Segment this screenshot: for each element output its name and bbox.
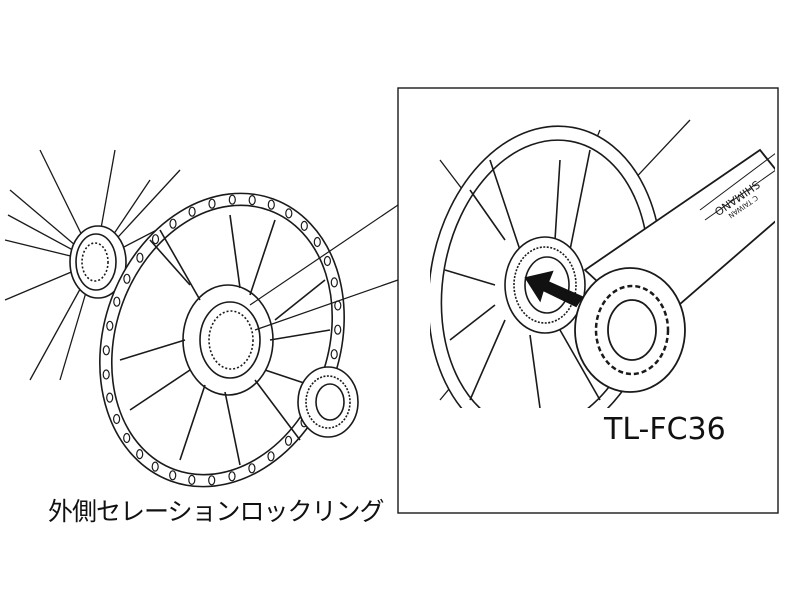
rotor-hole xyxy=(313,236,321,248)
rotor-hole xyxy=(330,349,338,360)
rotor-hole xyxy=(151,234,160,245)
tool-label: TL-FC36 xyxy=(604,412,726,447)
rotor-hole xyxy=(188,474,196,485)
lockring-label: 外側セレーションロックリング xyxy=(48,497,385,526)
rotor-hole xyxy=(151,461,159,472)
rotor-hole xyxy=(228,471,236,482)
rotor-hole xyxy=(267,199,275,210)
rotor-hole xyxy=(285,208,293,219)
rotor-hole xyxy=(169,470,177,481)
rotor-hole xyxy=(112,413,121,425)
rotor-hole xyxy=(300,220,308,231)
rotor-hole xyxy=(169,218,177,229)
rotor-hole xyxy=(248,463,256,474)
rotor-hole xyxy=(323,255,331,267)
rotor-hole xyxy=(228,194,236,205)
rotor-hole xyxy=(248,195,256,206)
rotor-hole xyxy=(106,392,114,403)
detail-frame xyxy=(397,87,779,514)
rotor-hole xyxy=(284,435,293,446)
rotor-hole xyxy=(123,432,131,444)
tl-fc36-tool: SHIMANO C TAIWAN xyxy=(574,148,775,393)
hub xyxy=(69,225,127,299)
rotor-hole xyxy=(113,296,121,307)
rotor-hole xyxy=(334,324,342,335)
rotor-hole xyxy=(208,198,216,209)
lockring xyxy=(297,366,359,438)
rotor-hole xyxy=(136,449,144,460)
arrow-icon xyxy=(524,270,584,308)
rotor-hole xyxy=(208,475,216,486)
rotor-hole xyxy=(102,369,110,380)
callout-lines xyxy=(249,204,399,331)
disc-rotor xyxy=(99,192,345,488)
rotor-hole xyxy=(188,206,196,217)
rotor-hole xyxy=(123,273,131,284)
rotor-hole xyxy=(267,451,275,462)
rotor-hole xyxy=(136,252,144,263)
rotor-hole xyxy=(106,320,114,331)
rotor-hole xyxy=(330,277,338,288)
rotor-hole xyxy=(102,345,110,356)
